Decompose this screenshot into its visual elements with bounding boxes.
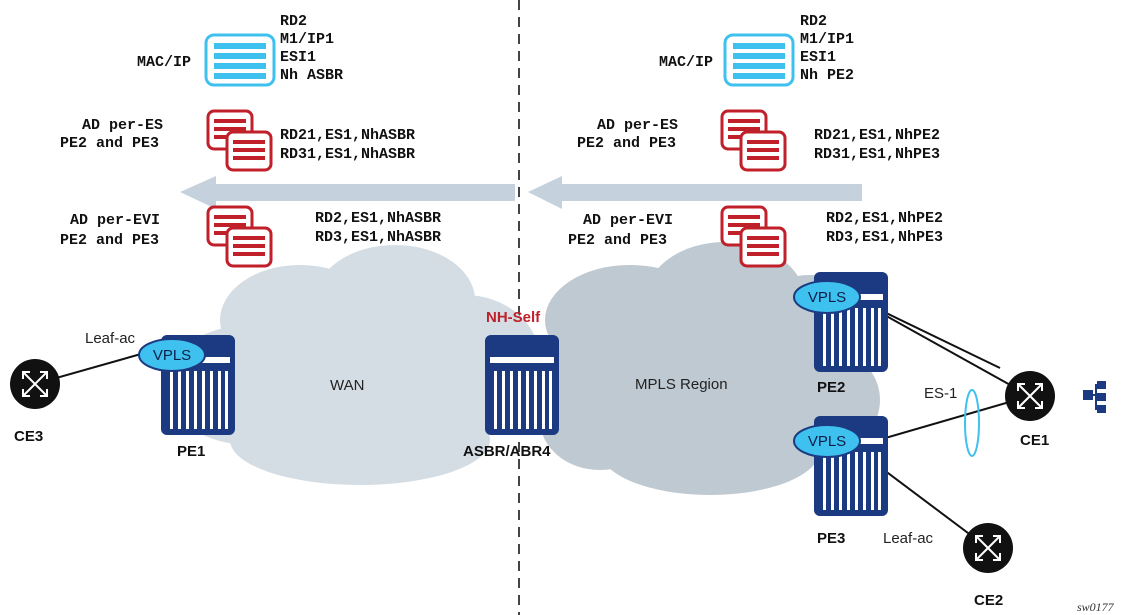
nh-self-label: NH-Self [486,309,541,326]
route-attr: ESI1 [800,49,836,66]
es-1-link-group [964,389,980,457]
host-network-icon [1083,381,1106,413]
pe3-leaf-ac-label: Leaf-ac [883,530,934,547]
left-ad-per-es-route: AD per-ES PE2 and PE3 RD21,ES1,NhASBR RD… [60,109,415,172]
pe1-leaf-ac-label: Leaf-ac [85,330,136,347]
vpls-label: VPLS [808,289,846,306]
route-attr: RD2,ES1,NhASBR [315,210,441,227]
route-type-label: AD per-EVI [583,212,673,229]
ce2-router-icon [962,522,1014,574]
right-ad-per-evi-route: AD per-EVI PE2 and PE3 RD2,ES1,NhPE2 RD3… [568,205,943,268]
asbr-router [485,335,559,435]
ce1-label: CE1 [1020,432,1049,449]
left-mac-ip-route: MAC/IP RD2 M1/IP1 ESI1 Nh ASBR [137,13,343,87]
ce1-router-icon [1004,370,1056,422]
ad-route-icon [739,130,787,172]
route-attr: RD3,ES1,NhASBR [315,229,441,246]
route-type-sub-label: PE2 and PE3 [60,232,159,249]
ad-route-icon [739,226,787,268]
es-1-label: ES-1 [924,385,957,402]
ad-route-icon [225,226,273,268]
route-attr: RD21,ES1,NhASBR [280,127,415,144]
route-flow-arrow-right [528,176,862,209]
left-ad-per-evi-route: AD per-EVI PE2 and PE3 RD2,ES1,NhASBR RD… [60,205,441,268]
vpls-label: VPLS [808,433,846,450]
route-attr: Nh ASBR [280,67,343,84]
mac-ip-route-icon [204,33,276,87]
route-type-sub-label: PE2 and PE3 [568,232,667,249]
route-type-label: AD per-ES [597,117,678,134]
route-attr: RD3,ES1,NhPE3 [826,229,943,246]
route-type-label: AD per-ES [82,117,163,134]
route-type-label: AD per-EVI [70,212,160,229]
route-attr: M1/IP1 [280,31,334,48]
pe2-label: PE2 [817,379,845,396]
vpls-label: VPLS [153,347,191,364]
wan-label: WAN [330,377,364,394]
ad-route-icon [225,130,273,172]
ce3-router-icon [9,358,61,410]
route-attr: RD31,ES1,NhASBR [280,146,415,163]
route-type-sub-label: PE2 and PE3 [60,135,159,152]
ce3-label: CE3 [14,428,43,445]
route-attr: M1/IP1 [800,31,854,48]
route-attr: RD2 [800,13,827,30]
route-attr: RD2 [280,13,307,30]
mpls-cloud [530,242,880,495]
wan-cloud [165,245,540,485]
mpls-region-label: MPLS Region [635,376,728,393]
route-attr: Nh PE2 [800,67,854,84]
asbr-label: ASBR/ABR4 [463,443,551,460]
mac-ip-route-icon [723,33,795,87]
vpls-instance-pe3: VPLS [793,424,861,458]
vpls-instance-pe2: VPLS [793,280,861,314]
route-attr: RD2,ES1,NhPE2 [826,210,943,227]
route-type-label: MAC/IP [137,54,191,71]
right-ad-per-es-route: AD per-ES PE2 and PE3 RD21,ES1,NhPE2 RD3… [577,109,940,172]
route-type-sub-label: PE2 and PE3 [577,135,676,152]
route-flow-arrow-left [180,176,515,209]
route-attr: RD21,ES1,NhPE2 [814,127,940,144]
vpls-instance-pe1: VPLS [138,338,206,372]
figure-id: sw0177 [1077,600,1115,614]
right-mac-ip-route: MAC/IP RD2 M1/IP1 ESI1 Nh PE2 [659,13,854,87]
pe3-label: PE3 [817,530,845,547]
pe1-label: PE1 [177,443,205,460]
ce2-label: CE2 [974,592,1003,609]
route-attr: RD31,ES1,NhPE3 [814,146,940,163]
route-attr: ESI1 [280,49,316,66]
route-type-label: MAC/IP [659,54,713,71]
